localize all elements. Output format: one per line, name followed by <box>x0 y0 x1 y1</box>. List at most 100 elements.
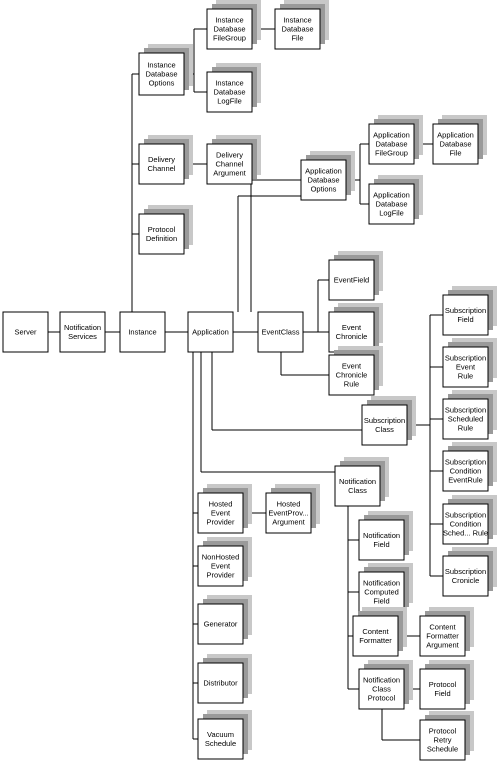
node-box <box>419 719 466 761</box>
node-label: Notification <box>363 676 400 685</box>
node-label: Options <box>311 185 337 194</box>
node-label: Formatter <box>426 632 459 641</box>
node-label: Subscription <box>445 567 486 576</box>
node-box <box>300 159 347 201</box>
node-box <box>197 662 244 704</box>
node-label: Argument <box>213 169 246 178</box>
node-label: Event <box>211 509 231 518</box>
node-label: Argument <box>426 641 459 650</box>
node-label: Database <box>439 140 471 149</box>
node-label: Notification <box>363 531 400 540</box>
node-label: Subscription <box>364 416 405 425</box>
node-label: Chronicle <box>336 371 368 380</box>
node-label: EventField <box>334 276 369 285</box>
node-box <box>328 259 375 301</box>
node-label: Protocol <box>429 680 457 689</box>
node-label: Rule <box>344 380 359 389</box>
node-box <box>197 718 244 760</box>
node-box <box>257 311 304 353</box>
node-label: Instance <box>215 16 243 25</box>
node-box <box>442 555 489 597</box>
node-label: Chronicle <box>336 332 368 341</box>
node-label: Services <box>68 332 97 341</box>
node-label: Event <box>456 363 476 372</box>
node-label: Database <box>281 25 313 34</box>
node-label: Channel <box>216 160 244 169</box>
node-label: Application <box>373 191 410 200</box>
node-label: File <box>449 149 461 158</box>
diagram-connectors <box>48 28 443 741</box>
node-label: Database <box>375 200 407 209</box>
node-box <box>59 311 106 353</box>
node-label: Subscription <box>445 406 486 415</box>
node-box <box>442 503 489 545</box>
node-label: Provider <box>207 518 235 527</box>
node-box <box>265 492 312 534</box>
node-label: Hosted <box>209 500 233 509</box>
node-label: Subscription <box>445 354 486 363</box>
node-label: Computed <box>364 588 399 597</box>
node-label: Event <box>211 562 231 571</box>
node-label: Rule <box>458 372 473 381</box>
node-eventclass: EventClass <box>257 311 304 353</box>
node-box <box>442 346 489 388</box>
node-label: Application <box>192 328 229 337</box>
node-label: FileGroup <box>375 149 408 158</box>
node-label: Condition <box>450 520 482 529</box>
node-label: Application <box>437 131 474 140</box>
node-box <box>197 603 244 645</box>
node-label: Protocol <box>429 727 457 736</box>
node-label: Instance <box>215 79 243 88</box>
node-label: EventClass <box>262 328 300 337</box>
node-label: Content <box>362 627 389 636</box>
node-box <box>419 615 466 657</box>
node-server: Server <box>2 311 49 353</box>
node-box <box>432 123 479 165</box>
node-box <box>119 311 166 353</box>
node-label: Hosted <box>277 500 301 509</box>
node-eventfield: EventField <box>328 251 383 301</box>
node-label: Application <box>305 167 342 176</box>
node-application: Application <box>187 311 234 353</box>
node-label: Database <box>213 88 245 97</box>
node-label: Event <box>342 323 362 332</box>
node-label: Database <box>213 25 245 34</box>
node-label: EventProv... <box>268 509 308 518</box>
node-label: Schedule <box>427 745 458 754</box>
node-label: Field <box>434 689 450 698</box>
node-label: LogFile <box>217 97 242 106</box>
node-box <box>361 404 408 446</box>
node-label: Provider <box>207 571 235 580</box>
node-generator: Generator <box>197 595 252 645</box>
node-label: Channel <box>148 164 176 173</box>
node-instance: Instance <box>119 311 166 353</box>
node-box <box>442 294 489 336</box>
node-distributor: Distributor <box>197 654 252 704</box>
node-label: Schedule <box>205 739 236 748</box>
node-label: Server <box>14 328 37 337</box>
node-label: Sched... Rule <box>443 529 488 538</box>
node-box <box>2 311 49 353</box>
